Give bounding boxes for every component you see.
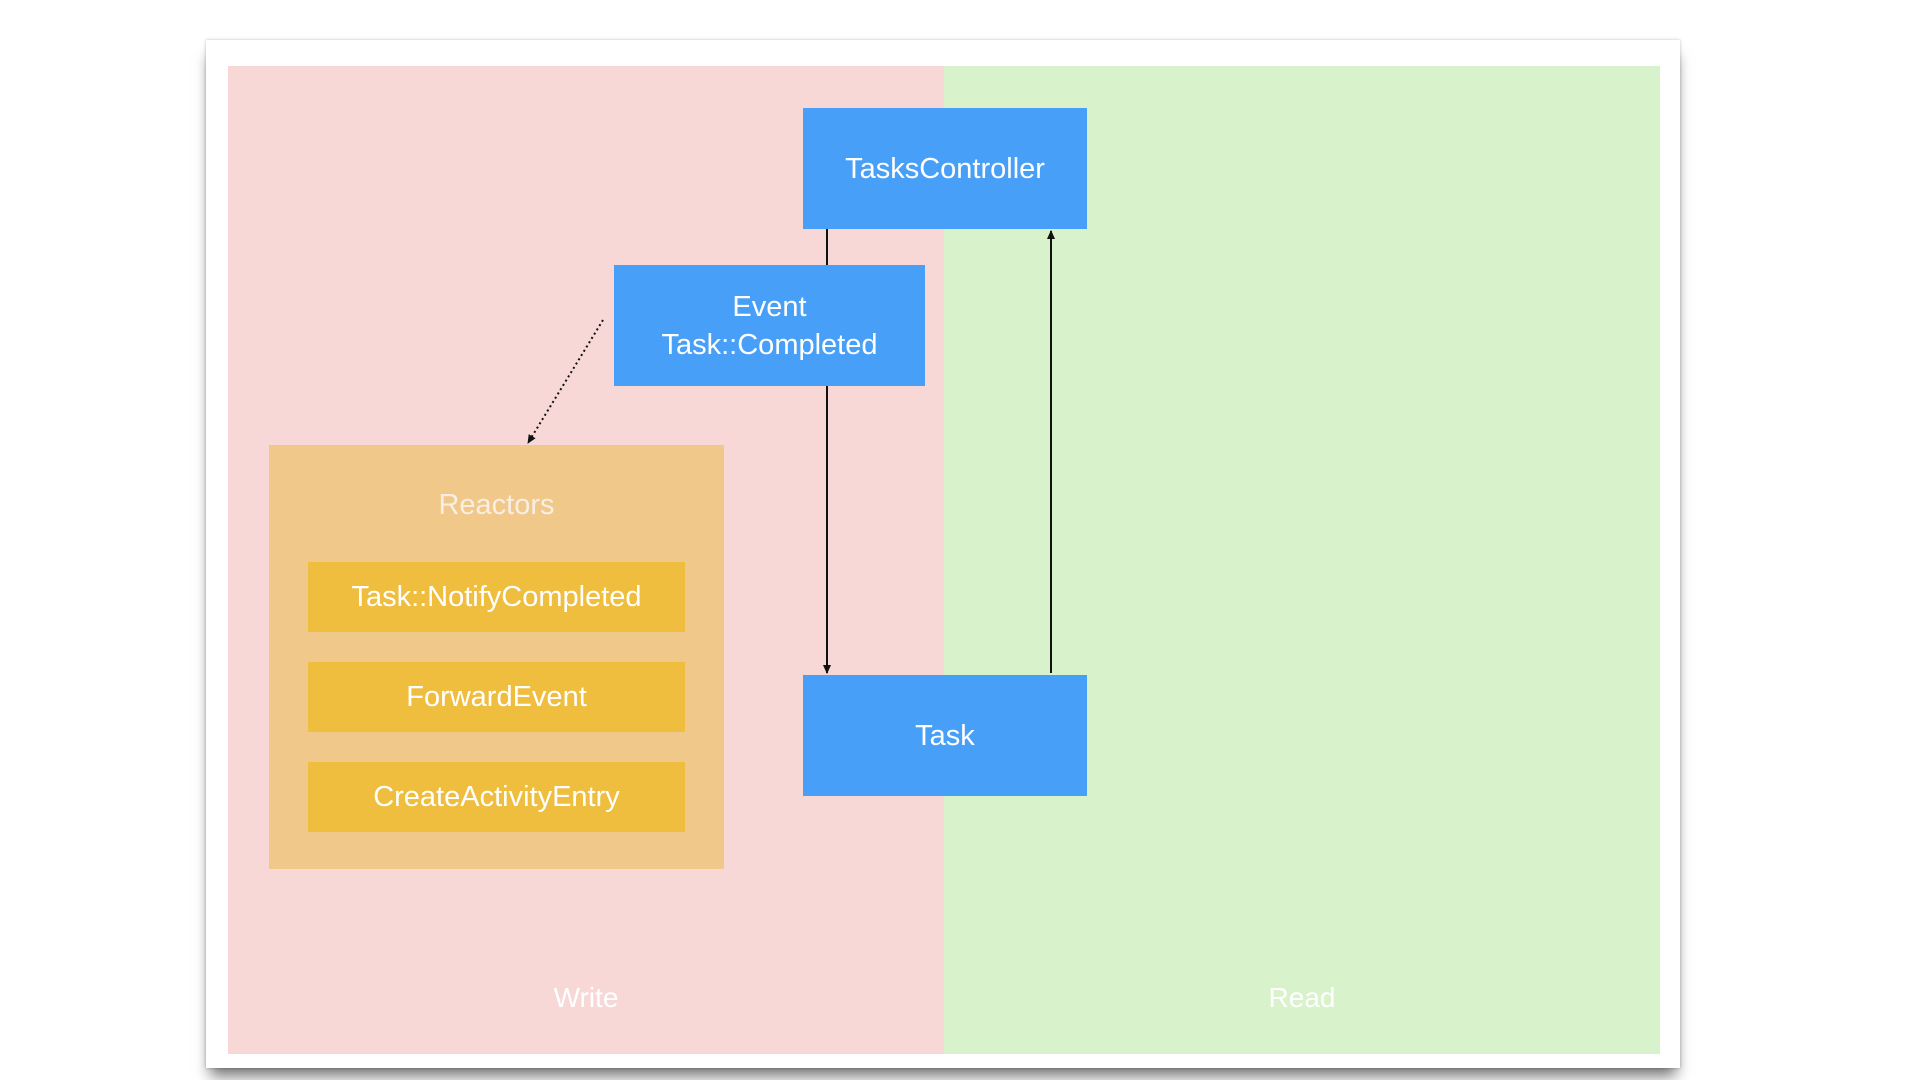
event-node: Event Task::Completed <box>614 265 925 386</box>
reactors-group: Reactors Task::NotifyCompleted ForwardEv… <box>269 445 724 869</box>
read-zone-label: Read <box>1268 982 1336 1013</box>
reactors-title: Reactors <box>438 489 555 521</box>
tasks-controller-label: TasksController <box>845 152 1045 185</box>
event-label: Event Task::Completed <box>661 290 878 361</box>
reactor-item: Task::NotifyCompleted <box>308 562 685 632</box>
reactor-item: CreateActivityEntry <box>308 762 685 832</box>
reactor-item: ForwardEvent <box>308 662 685 732</box>
task-label: Task <box>915 719 975 752</box>
tasks-controller-node: TasksController <box>803 108 1087 229</box>
read-zone: Read <box>944 66 1660 1054</box>
task-node: Task <box>803 675 1087 796</box>
event-to-reactors-dotted-arrow <box>527 319 604 444</box>
write-zone-label: Write <box>553 982 619 1013</box>
